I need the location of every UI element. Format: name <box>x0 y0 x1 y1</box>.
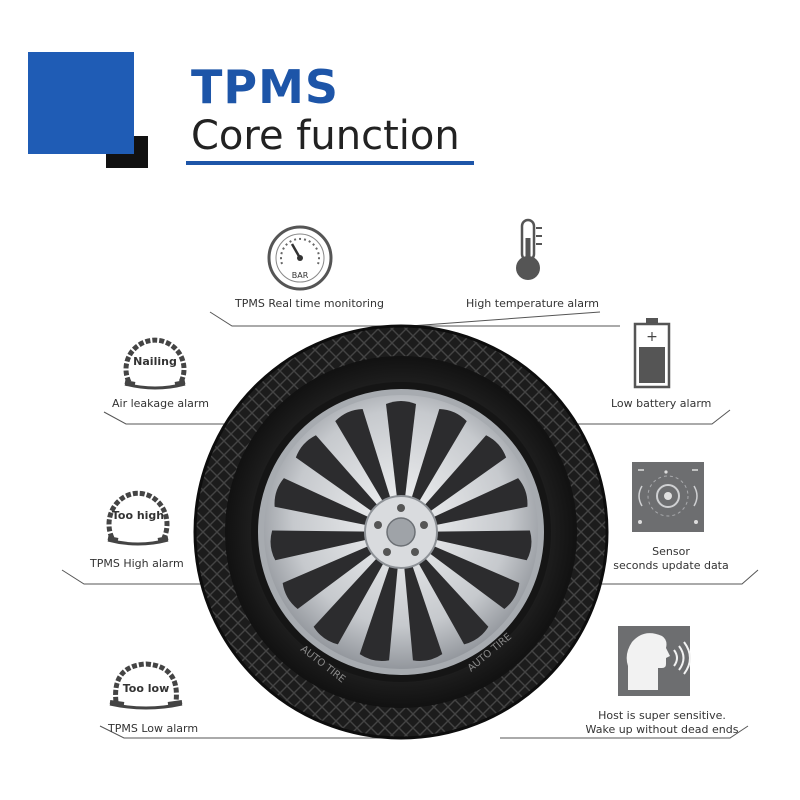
svg-text:+: + <box>646 329 658 345</box>
sensor-label-line1: Sensor <box>652 545 690 558</box>
sensor-signal-icon <box>632 462 704 532</box>
too-low-text: Too low <box>122 682 170 695</box>
center-cap <box>386 517 416 547</box>
pressure-gauge-icon: BAR <box>267 225 333 291</box>
title-underline <box>186 161 474 165</box>
battery-icon: + <box>633 318 671 389</box>
page-title: TPMS <box>191 60 339 114</box>
tire-too-low-icon <box>109 661 183 710</box>
connector-battery <box>560 409 731 425</box>
connector-top-right <box>409 311 601 327</box>
low-battery-label: Low battery alarm <box>611 397 712 410</box>
connector-high-alarm <box>61 569 210 585</box>
voice-wake-icon <box>618 626 691 696</box>
connector-lines <box>61 311 759 739</box>
lug-nuts <box>374 504 428 556</box>
air-leakage-label: Air leakage alarm <box>112 397 209 410</box>
nailing-text: Nailing <box>133 355 177 368</box>
connector-sensitive <box>500 725 749 739</box>
thermometer-icon <box>516 218 542 280</box>
connector-sensor <box>600 569 759 585</box>
tire-too-high-icon <box>106 490 170 546</box>
sensitive-label-line1: Host is super sensitive. <box>598 709 726 722</box>
tire-nailing-icon <box>123 337 187 390</box>
connector-top-left <box>209 311 620 327</box>
sensor-label-line2: seconds update data <box>613 559 729 572</box>
low-alarm-label: TPMS Low alarm <box>108 722 199 735</box>
high-temperature-label: High temperature alarm <box>466 297 599 310</box>
high-alarm-label: TPMS High alarm <box>90 557 184 570</box>
tire-illustration: AUTO TIRE AUTO TIRE <box>193 324 609 740</box>
sensitive-label-line2: Wake up without dead ends <box>585 723 739 736</box>
connector-low-alarm <box>99 725 420 739</box>
logo-blue-square <box>28 52 134 154</box>
gauge-text: BAR <box>292 271 309 280</box>
realtime-monitoring-label: TPMS Real time monitoring <box>235 297 384 310</box>
page-subtitle: Core function <box>191 113 460 159</box>
too-high-text: Too high <box>111 509 165 522</box>
connector-air-leak <box>103 411 240 425</box>
